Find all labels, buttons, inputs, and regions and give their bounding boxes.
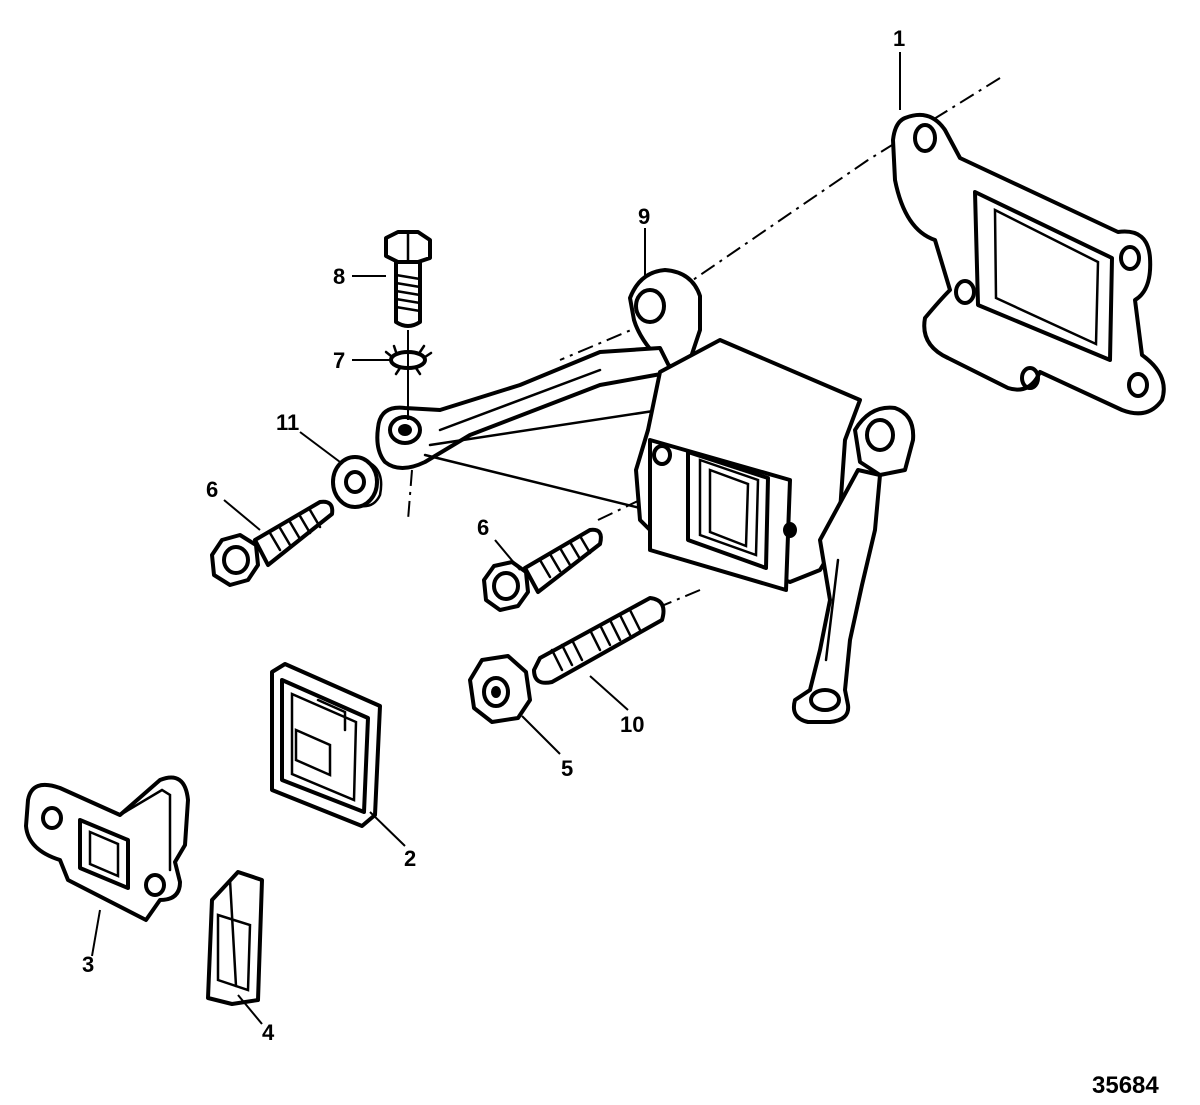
reed-plate-part-3 xyxy=(24,775,190,922)
callout-8: 8 xyxy=(333,264,345,289)
stud-part-10 xyxy=(532,596,666,685)
reed-block-housing-part-9 xyxy=(375,268,916,724)
gasket-part-1 xyxy=(891,113,1166,416)
callout-10: 10 xyxy=(620,712,644,737)
callout-6-left: 6 xyxy=(206,477,218,502)
callout-7: 7 xyxy=(333,348,345,373)
leader-lines xyxy=(91,52,901,1025)
callout-9: 9 xyxy=(638,204,650,229)
reed-petals-part-4 xyxy=(206,870,264,1006)
callout-11: 11 xyxy=(276,410,299,435)
figure-number: 35684 xyxy=(1092,1072,1159,1099)
callout-5: 5 xyxy=(561,756,573,781)
callout-2: 2 xyxy=(404,846,416,871)
flange-bolt-part-6-middle xyxy=(482,527,603,612)
lockwasher-part-7 xyxy=(384,344,433,376)
nut-part-5 xyxy=(468,654,532,724)
bolt-part-8 xyxy=(384,230,432,420)
callout-1: 1 xyxy=(893,26,905,51)
callout-6-middle: 6 xyxy=(477,515,489,540)
callout-3: 3 xyxy=(82,952,94,977)
flange-bolt-part-6-left xyxy=(210,499,335,587)
washer-part-11 xyxy=(331,455,383,509)
callout-labels: 1 2 3 4 5 6 6 7 8 9 10 11 xyxy=(82,26,905,1045)
reed-frame-part-2 xyxy=(270,662,382,828)
callout-4: 4 xyxy=(262,1020,275,1045)
